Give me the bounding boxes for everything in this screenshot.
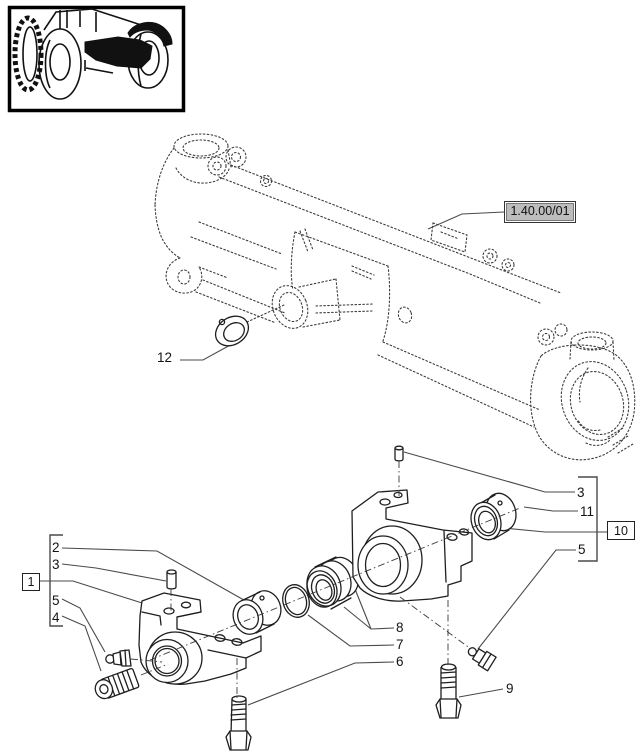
- pin-part-3-right: [394, 445, 404, 462]
- callout-3-left[interactable]: 3: [52, 557, 60, 572]
- seal-part-8: [306, 556, 360, 610]
- plug-part-4: [94, 668, 140, 700]
- callout-box-1[interactable]: 1: [22, 573, 40, 591]
- grease-fitting-part-5-left: [105, 649, 132, 667]
- support-part-10: [351, 489, 473, 602]
- grease-fitting-part-5-right: [467, 647, 497, 672]
- callout-box-10[interactable]: 10: [607, 521, 635, 540]
- bolt-part-9: [435, 663, 462, 719]
- tractor-thumbnail: [7, 5, 186, 113]
- centerlines: [130, 461, 521, 698]
- bushing-part-2: [232, 590, 282, 635]
- callout-7[interactable]: 7: [396, 637, 404, 652]
- callout-12[interactable]: 12: [157, 350, 173, 365]
- reference-box[interactable]: 1.40.00/01: [504, 201, 576, 223]
- bolt-part-6: [225, 695, 252, 751]
- reference-label[interactable]: 1.40.00/01: [506, 203, 574, 221]
- callout-5-right[interactable]: 5: [578, 542, 586, 557]
- callout-2[interactable]: 2: [52, 540, 60, 555]
- callout-5-left[interactable]: 5: [52, 593, 60, 608]
- callout-9[interactable]: 9: [506, 681, 514, 696]
- axle-housing-phantom: [154, 133, 636, 461]
- leader-lines: [38, 211, 608, 706]
- callout-3-right[interactable]: 3: [577, 485, 585, 500]
- bushing-part-11: [470, 492, 517, 541]
- group-bracket-right: [578, 476, 598, 562]
- callout-6[interactable]: 6: [396, 654, 404, 669]
- callout-11[interactable]: 11: [580, 504, 595, 519]
- pin-part-3-left: [166, 569, 177, 590]
- support-part-1: [138, 592, 262, 685]
- seal-ring-part-12: [214, 315, 250, 347]
- callout-8[interactable]: 8: [396, 620, 404, 635]
- callout-4[interactable]: 4: [52, 610, 60, 625]
